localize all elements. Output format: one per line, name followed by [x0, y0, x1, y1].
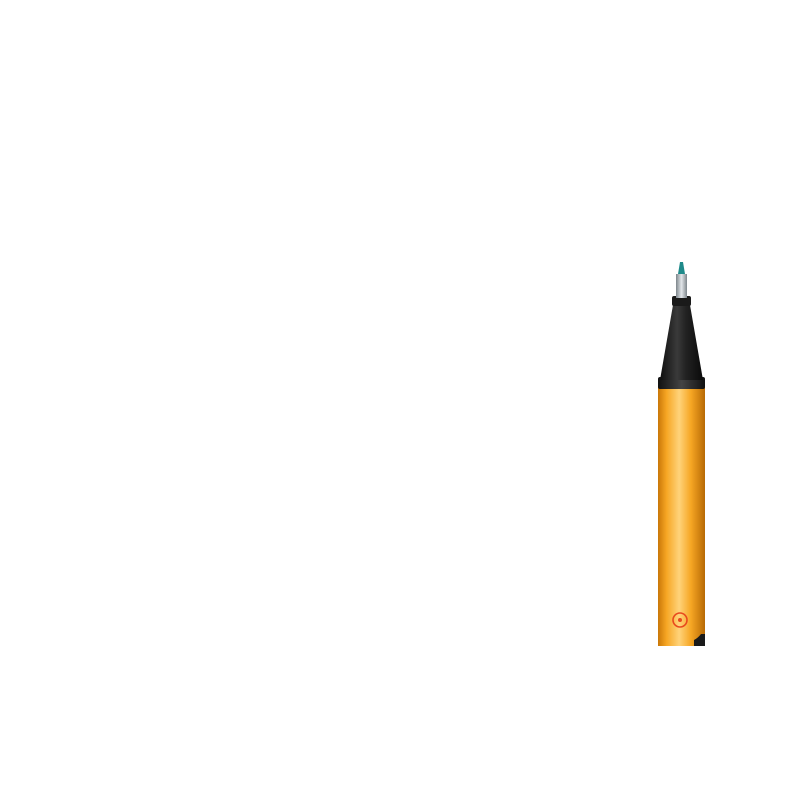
brand-logo-mark [672, 612, 688, 628]
brand-logo-dot [678, 618, 682, 622]
pen-ink-tip [678, 262, 685, 274]
pen-barrel [658, 384, 705, 646]
brand-glyph [694, 634, 705, 646]
pen-cone [660, 305, 703, 380]
pen-metal-tube [676, 274, 687, 298]
pen-cone-ring [672, 296, 691, 306]
